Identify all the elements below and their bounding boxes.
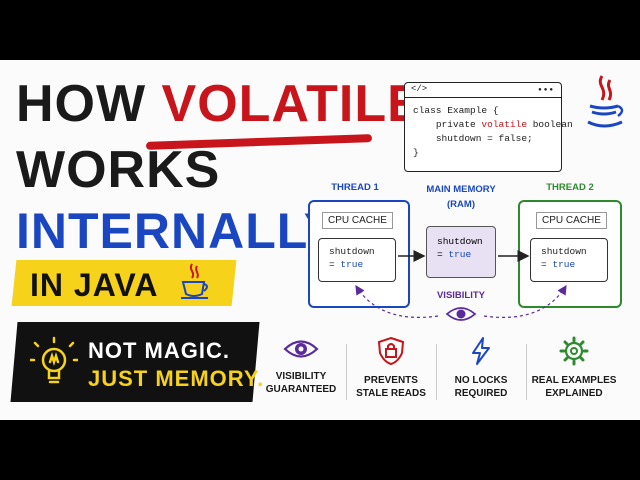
- feature-3-line-1: NO LOCKS: [454, 375, 508, 386]
- banner-line-2: JUST MEMORY.: [88, 366, 265, 391]
- var-eq: =: [329, 259, 341, 270]
- feature-3-line-2: REQUIRED: [454, 388, 508, 399]
- feature-4-line-1: REAL EXAMPLES: [531, 375, 617, 386]
- code-line-2a: private: [435, 119, 482, 130]
- code-tag-icon: </>: [411, 84, 428, 94]
- divider: [346, 344, 347, 400]
- title-how: HOW: [16, 75, 147, 133]
- code-keyword-volatile: volatile: [481, 119, 528, 130]
- feature-2-line-1: PREVENTS: [364, 375, 418, 386]
- thread-2-cache-value: shutdown = true: [530, 238, 608, 282]
- title-in-java: IN JAVA: [30, 267, 159, 303]
- visibility-arrow-left: [355, 284, 439, 318]
- banner-line-1: NOT MAGIC.: [88, 338, 230, 363]
- code-snippet: class Example { private volatile boolean…: [405, 98, 573, 166]
- eye-icon: [283, 340, 319, 358]
- window-dots-icon: ●●●: [538, 87, 555, 93]
- thumbnail-canvas: HOW VOLATILE WORKS INTERNALLY IN JAVA NO…: [0, 60, 640, 420]
- thread-1-cache-value: shutdown = true: [318, 238, 396, 282]
- var-name: shutdown: [541, 246, 587, 257]
- title-line-1: HOW VOLATILE: [16, 78, 423, 130]
- feature-4-line-2: EXPLAINED: [545, 388, 603, 399]
- visibility-label: VISIBILITY: [436, 290, 486, 301]
- feature-1-line-2: GUARANTEED: [265, 384, 337, 395]
- thread-1-label: THREAD 1: [331, 182, 379, 193]
- cpu-cache-label-2: CPU CACHE: [536, 212, 607, 229]
- visibility-arrow-right: [483, 284, 567, 318]
- feature-2-line-2: STALE READS: [356, 388, 426, 399]
- main-memory-label: MAIN MEMORY (RAM): [424, 182, 498, 212]
- lock-shield-icon: [377, 336, 405, 366]
- ram-label: (RAM): [447, 199, 475, 210]
- feature-visibility: VISIBILITY GUARANTEED: [256, 336, 346, 396]
- divider: [436, 344, 437, 400]
- code-line-4: }: [413, 147, 419, 158]
- gear-icon: [559, 336, 589, 366]
- code-line-2b: boolean: [527, 119, 573, 130]
- var-value: true: [340, 259, 364, 270]
- cpu-cache-label-1: CPU CACHE: [322, 212, 393, 229]
- var-value: true: [552, 259, 576, 270]
- code-line-1: class Example {: [413, 105, 499, 116]
- code-window: </> ●●● class Example { private volatile…: [404, 82, 573, 172]
- title-internally: INTERNALLY: [16, 203, 339, 259]
- visibility-eye-icon: [445, 307, 477, 321]
- thread-2-label: THREAD 2: [546, 182, 594, 193]
- lightbulb-icon: [30, 336, 78, 384]
- main-memory-title: MAIN MEMORY: [426, 184, 496, 195]
- feature-real-examples: REAL EXAMPLES EXPLAINED: [526, 336, 622, 400]
- feature-stale-reads: PREVENTS STALE READS: [346, 336, 436, 400]
- title-volatile: VOLATILE: [161, 75, 423, 133]
- feature-no-locks: NO LOCKS REQUIRED: [436, 336, 526, 400]
- var-eq: =: [541, 259, 553, 270]
- var-eq: =: [437, 249, 449, 260]
- divider: [526, 344, 527, 400]
- var-name: shutdown: [437, 236, 483, 247]
- java-logo-icon: [587, 75, 624, 128]
- lightning-icon: [472, 337, 490, 365]
- title-works: WORKS: [16, 141, 221, 199]
- code-line-3: shutdown = false;: [435, 133, 533, 144]
- feature-1-line-1: VISIBILITY: [275, 371, 327, 382]
- var-name: shutdown: [329, 246, 375, 257]
- java-cup-icon: [181, 263, 208, 299]
- diagram-arrows: [355, 250, 567, 321]
- main-memory-box: shutdown = true: [426, 226, 496, 278]
- code-window-titlebar: </> ●●●: [405, 83, 561, 98]
- var-value: true: [448, 249, 472, 260]
